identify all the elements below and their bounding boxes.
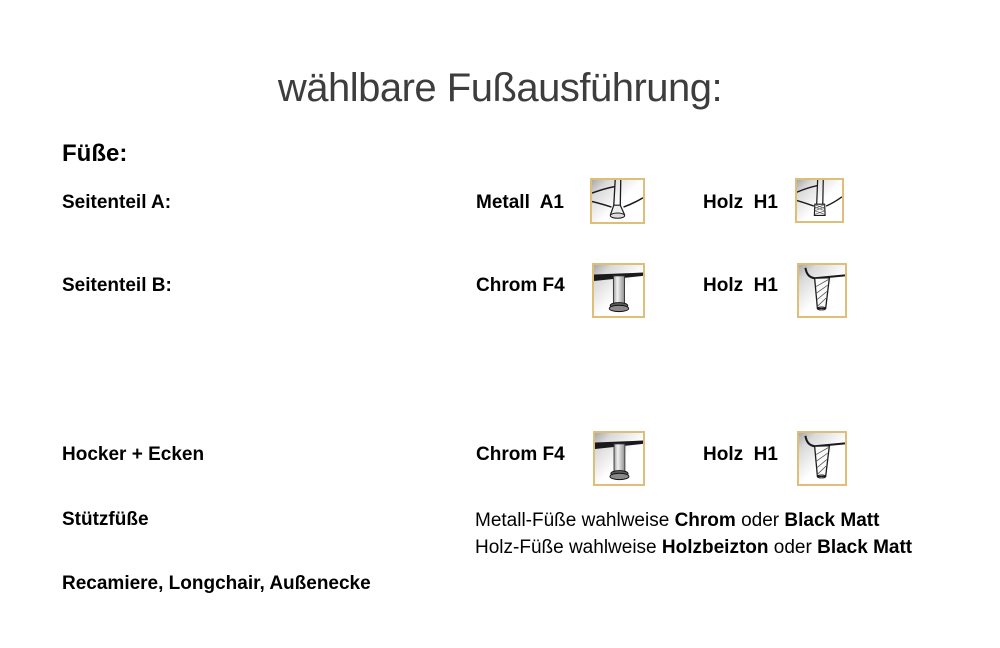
- option-label-holz-h1-row2: Holz H1: [703, 275, 778, 296]
- option-label-chrom-f4-row2: Chrom F4: [476, 275, 565, 296]
- note-bold-black-matt: Black Matt: [784, 510, 880, 531]
- row-label-line: Stützfüße: [62, 508, 149, 530]
- note-text: oder: [735, 510, 785, 531]
- row-label-seitenteil-a: Seitenteil A:: [62, 192, 172, 213]
- note-bold-chrom: Chrom: [674, 510, 736, 531]
- row-label-hocker-ecken: Hocker + Ecken Stützfüße Recamiere, Long…: [62, 401, 371, 638]
- foot-options-notes: Metall-Füße wahlweise Chrom oder Black M…: [475, 508, 912, 561]
- metal-cone-foot-icon: [590, 178, 645, 224]
- row-label-line: Hocker + Ecken: [62, 444, 205, 465]
- wood-tapered-foot-icon: [797, 431, 847, 486]
- chrome-cylinder-foot-icon: [593, 431, 645, 486]
- wood-tapered-foot-icon: [797, 263, 847, 318]
- note-text: Holz-Füße wahlweise: [475, 536, 662, 558]
- option-label-holz-h1-row1: Holz H1: [703, 192, 778, 213]
- note-text: oder: [768, 536, 818, 558]
- note-metall-fuesse: Metall-Füße wahlweise Chrom oder Black M…: [475, 508, 912, 535]
- option-label-chrom-f4-row3: Chrom F4: [476, 444, 565, 465]
- option-label-metall-a1: Metall A1: [476, 192, 564, 213]
- option-label-holz-h1-row3: Holz H1: [703, 444, 778, 465]
- wood-block-foot-icon: [795, 178, 844, 223]
- note-text: Metall-Füße wahlweise: [475, 510, 675, 531]
- row-label-seitenteil-b: Seitenteil B:: [62, 275, 172, 296]
- note-holz-fuesse: Holz-Füße wahlweise Holzbeizton oder Bla…: [475, 535, 912, 562]
- page-title: wählbare Fußausführung:: [277, 66, 723, 110]
- row-label-line: Recamiere, Longchair, Außenecke: [62, 573, 371, 594]
- chrome-cylinder-foot-icon: [592, 263, 645, 318]
- section-heading-fuesse: Füße:: [62, 140, 128, 167]
- note-bold-black-matt: Black Matt: [817, 536, 913, 558]
- note-bold-holzbeizton: Holzbeizton: [661, 536, 769, 558]
